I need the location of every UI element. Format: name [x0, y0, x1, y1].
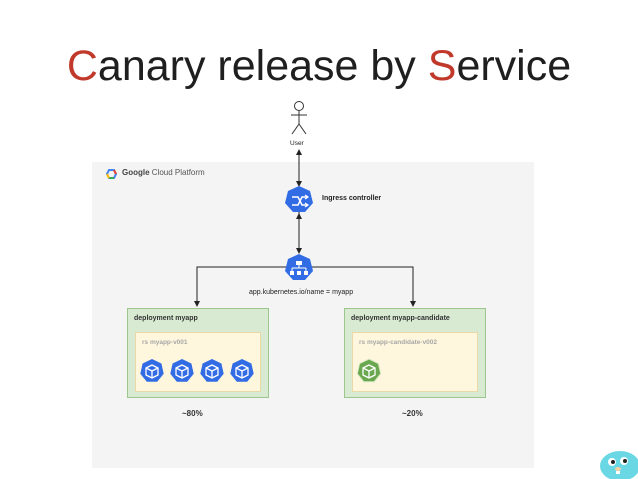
title-accent-c: C [66, 42, 98, 90]
pod-icon [170, 359, 194, 382]
gcp-product: Cloud Platform [151, 168, 205, 177]
replicaset-label: rs myapp-v001 [142, 339, 188, 346]
deployment-title: deployment myapp-candidate [351, 315, 450, 322]
deployment-myapp-candidate: deployment myapp-candidate rs myapp-cand… [344, 308, 486, 398]
deployment-myapp: deployment myapp rs myapp-v001 [127, 308, 269, 398]
pods-myapp [140, 359, 254, 382]
service-selector-label: app.kubernetes.io/name = myapp [249, 289, 354, 296]
user-label: User [290, 140, 304, 147]
user-icon [291, 101, 307, 135]
slide-title: Canary release by Service [0, 38, 638, 94]
traffic-share-candidate: ~20% [402, 409, 423, 418]
pods-candidate [356, 358, 382, 383]
traffic-share-myapp: ~80% [182, 409, 203, 418]
service-icon [285, 254, 313, 280]
gcp-brand: Google [122, 168, 150, 177]
deployment-title: deployment myapp [134, 315, 198, 322]
pod-icon [356, 358, 382, 383]
gcp-logo-icon [105, 169, 118, 179]
title-text-2: ervice [456, 42, 572, 90]
pod-icon [230, 359, 254, 382]
title-text-1: anary release by [97, 42, 428, 90]
pod-icon [140, 359, 164, 382]
service-candidate-connector [311, 266, 416, 307]
service-myapp-connector [194, 266, 288, 307]
ingress-controller-icon [285, 186, 313, 212]
title-accent-s: S [427, 42, 457, 90]
gcp-label: Google Cloud Platform [122, 168, 205, 177]
replicaset-label: rs myapp-candidate-v002 [359, 339, 438, 346]
ingress-label: Ingress controller [322, 195, 382, 202]
gopher-mascot-icon [600, 451, 638, 479]
pod-icon [200, 359, 224, 382]
